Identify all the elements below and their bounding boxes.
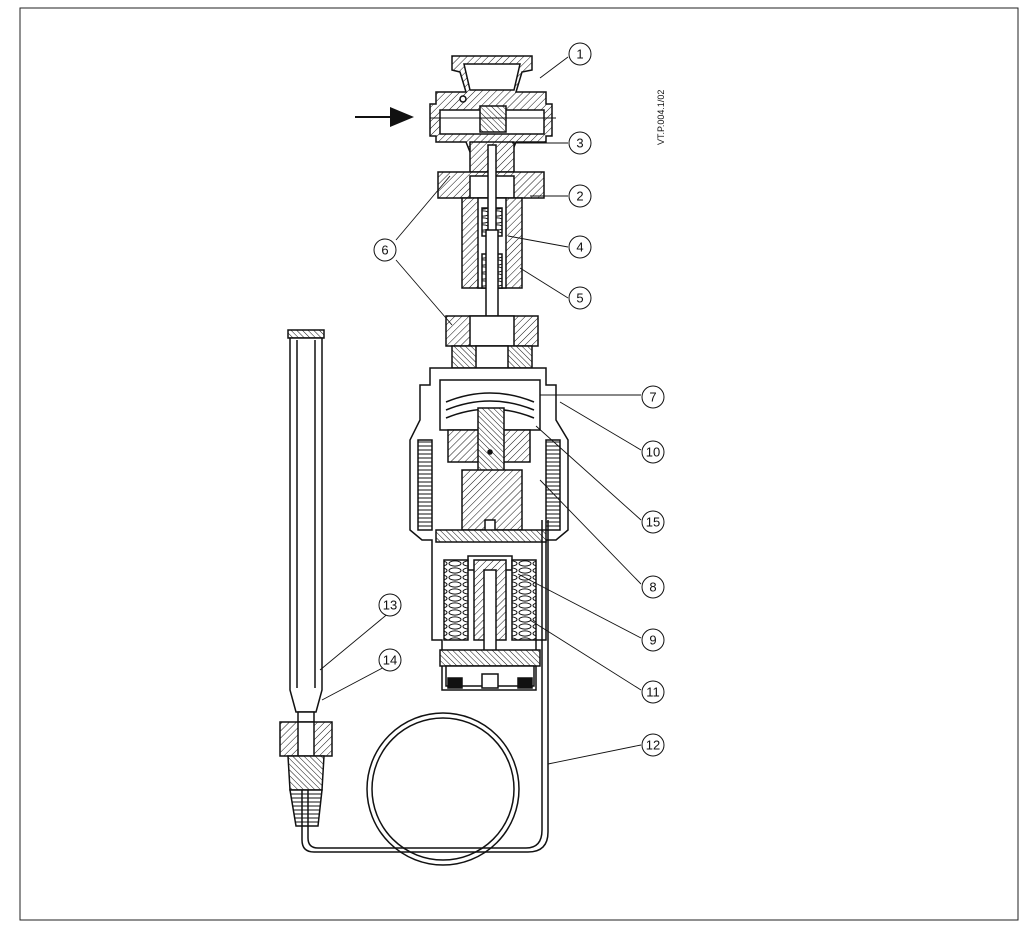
actuator-housing: [409, 367, 569, 691]
svg-text:2: 2: [576, 189, 583, 204]
svg-text:12: 12: [646, 738, 660, 753]
svg-text:6: 6: [381, 243, 388, 258]
valve-body: [429, 55, 556, 153]
callout-1: 1: [568, 42, 592, 66]
callout-10: 10: [641, 440, 665, 464]
callout-2: 2: [568, 184, 592, 208]
coupling-nut: [445, 315, 539, 369]
callout-6: 6: [373, 238, 397, 262]
callout-15: 15: [641, 510, 665, 534]
svg-text:13: 13: [383, 598, 397, 613]
svg-text:8: 8: [649, 580, 656, 595]
svg-text:15: 15: [646, 515, 660, 530]
svg-text:9: 9: [649, 633, 656, 648]
svg-text:11: 11: [646, 685, 660, 700]
callout-8: 8: [641, 575, 665, 599]
svg-text:5: 5: [576, 291, 583, 306]
bonnet-assembly: [437, 141, 545, 289]
callout-5: 5: [568, 286, 592, 310]
drawing-reference: VT.P.004.1/02: [656, 90, 666, 145]
svg-text:7: 7: [649, 390, 656, 405]
svg-text:14: 14: [383, 653, 397, 668]
svg-text:10: 10: [646, 445, 660, 460]
svg-text:1: 1: [576, 47, 583, 62]
flow-direction-arrow: [355, 107, 414, 127]
border: [19, 7, 1019, 921]
svg-text:4: 4: [576, 240, 583, 255]
callouts: 1 3 2 4 6 5 7 10 15 8 9 13 14 11 12: [373, 42, 665, 757]
capillary-tube: [301, 520, 549, 866]
leader-lines: [319, 56, 642, 765]
callout-12: 12: [641, 733, 665, 757]
sensor-bulb: [279, 329, 333, 827]
callout-14: 14: [378, 648, 402, 672]
callout-13: 13: [378, 593, 402, 617]
callout-11: 11: [641, 680, 665, 704]
callout-9: 9: [641, 628, 665, 652]
callout-7: 7: [641, 385, 665, 409]
svg-text:3: 3: [576, 136, 583, 151]
callout-3: 3: [568, 131, 592, 155]
callout-4: 4: [568, 235, 592, 259]
